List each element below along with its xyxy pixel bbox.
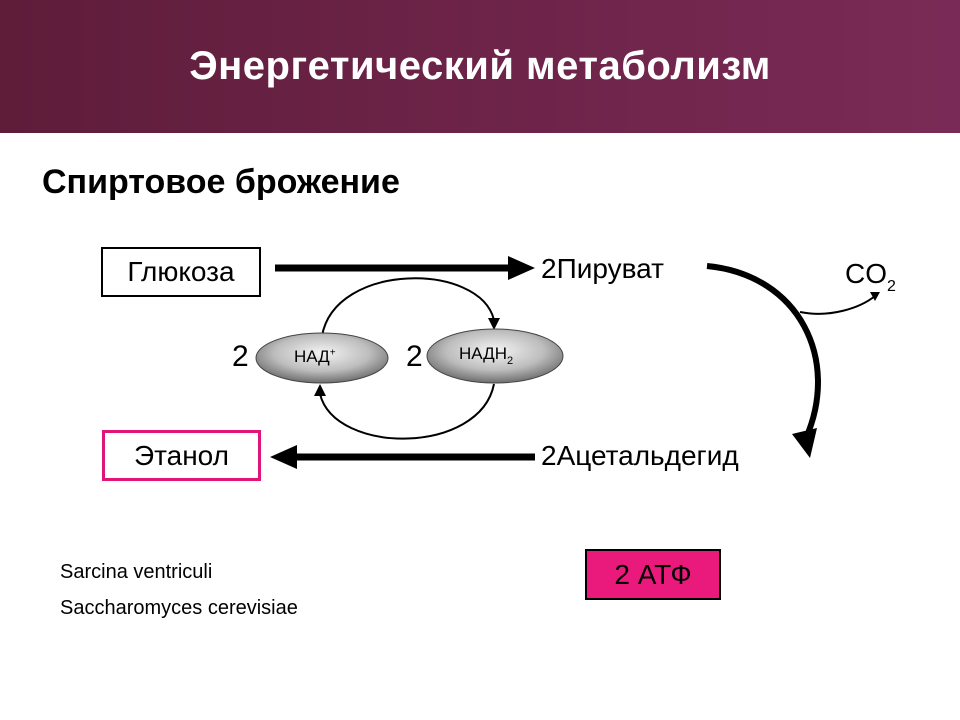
co2-main: CO [845,258,887,289]
nad-label: НАД+ [294,347,336,367]
arrow-co2-release [799,292,880,315]
ethanol-box: Этанол [102,430,261,481]
nad-main: НАД [294,347,330,366]
atp-yield-box: 2 АТФ [585,549,721,600]
header-bar: Энергетический метаболизм [0,0,960,133]
arrow-pyruvate-to-acetaldehyde [706,263,821,458]
nad-coefficient: 2 [232,340,249,373]
nad-ellipse [255,332,389,384]
nad-superscript: + [329,347,336,359]
ethanol-label: Этанол [134,439,229,471]
nadh-ellipse [426,328,564,384]
arrow-nad-to-nadh [321,277,500,337]
glucose-box: Глюкоза [101,247,261,297]
nadh-coefficient: 2 [406,340,423,373]
arrow-acetaldehyde-to-ethanol [270,445,535,469]
atp-label: 2 АТФ [614,558,692,590]
acetaldehyde-label: 2Ацетальдегид [541,440,739,471]
co2-subscript: 2 [887,278,896,295]
page-title: Энергетический метаболизм [189,44,771,88]
arrow-nadh-to-nad [314,383,495,440]
arrow-glucose-to-pyruvate [275,256,535,280]
section-subtitle: Спиртовое брожение [42,163,400,201]
glucose-label: Глюкоза [127,256,235,287]
species-saccharomyces: Saccharomyces cerevisiae [60,597,298,619]
nadh-main: НАДН [459,344,507,363]
co2-label: CO2 [845,258,896,295]
nadh-subscript: 2 [506,355,514,367]
species-sarcina: Sarcina ventriculi [60,561,213,583]
pyruvate-label: 2Пируват [541,253,664,284]
nadh-label: НАДН2 [459,344,514,367]
